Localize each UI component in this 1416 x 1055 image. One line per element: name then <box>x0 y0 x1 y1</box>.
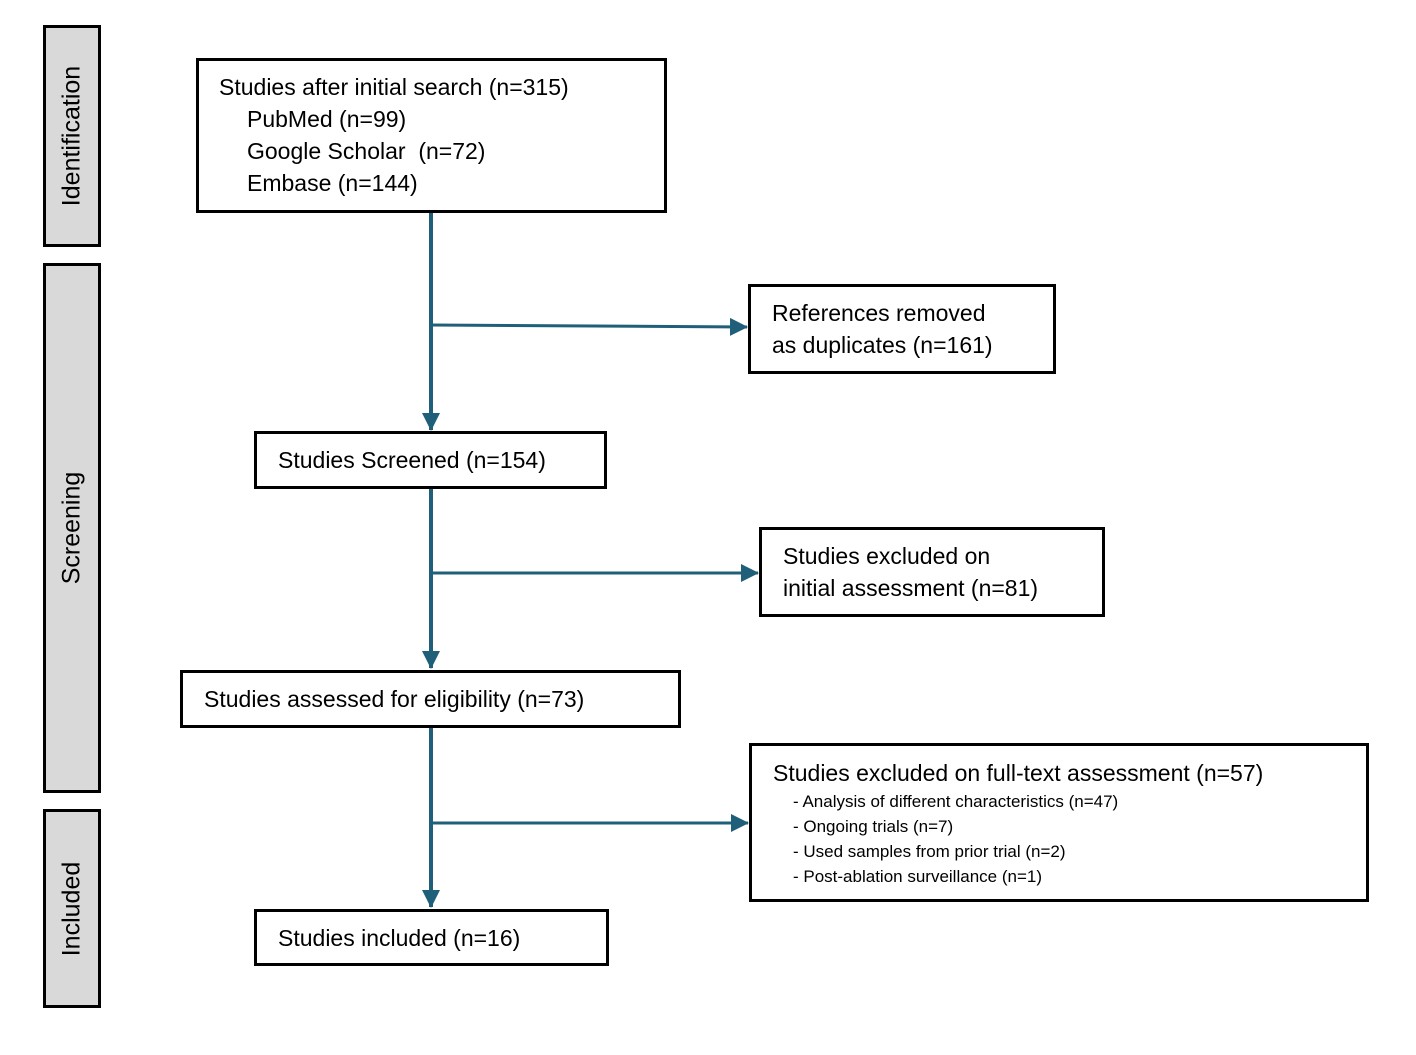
duplicates-line-1: References removed <box>772 300 986 326</box>
excluded-initial-line-1: Studies excluded on <box>783 543 991 569</box>
source-pubmed: PubMed (n=99) <box>247 106 407 132</box>
exclusion-reason: - Analysis of different characteristics … <box>793 792 1119 811</box>
included-box: Studies included (n=16) <box>254 909 609 966</box>
initial-search-title: Studies after initial search (n=315) <box>219 74 569 100</box>
exclusion-reason: - Used samples from prior trial (n=2) <box>793 842 1066 861</box>
initial-search-box: Studies after initial search (n=315) Pub… <box>196 58 667 213</box>
stage-identification-label: Identification <box>57 65 86 207</box>
exclusion-reason: - Ongoing trials (n=7) <box>793 817 954 836</box>
screened-label: Studies Screened (n=154) <box>278 447 546 473</box>
excluded-initial-box: Studies excluded on initial assessment (… <box>759 527 1105 617</box>
source-embase: Embase (n=144) <box>247 170 418 196</box>
excluded-initial-line-2: initial assessment (n=81) <box>783 575 1039 601</box>
screened-box: Studies Screened (n=154) <box>254 431 607 489</box>
included-label: Studies included (n=16) <box>278 925 521 951</box>
duplicates-box: References removed as duplicates (n=161) <box>748 284 1056 374</box>
stage-screening: Screening <box>43 263 101 793</box>
stage-included: Included <box>43 809 101 1008</box>
source-google-scholar: Google Scholar (n=72) <box>247 138 486 164</box>
stage-included-label: Included <box>57 861 86 956</box>
excluded-fulltext-title: Studies excluded on full-text assessment… <box>773 760 1264 786</box>
stage-identification: Identification <box>43 25 101 247</box>
stage-screening-label: Screening <box>57 471 86 585</box>
eligibility-label: Studies assessed for eligibility (n=73) <box>204 686 585 712</box>
exclusion-reason: - Post-ablation surveillance (n=1) <box>793 867 1042 886</box>
duplicates-line-2: as duplicates (n=161) <box>772 332 993 358</box>
arrow-to-duplicates <box>430 317 748 336</box>
excluded-fulltext-box: Studies excluded on full-text assessment… <box>749 743 1369 902</box>
eligibility-box: Studies assessed for eligibility (n=73) <box>180 670 681 728</box>
